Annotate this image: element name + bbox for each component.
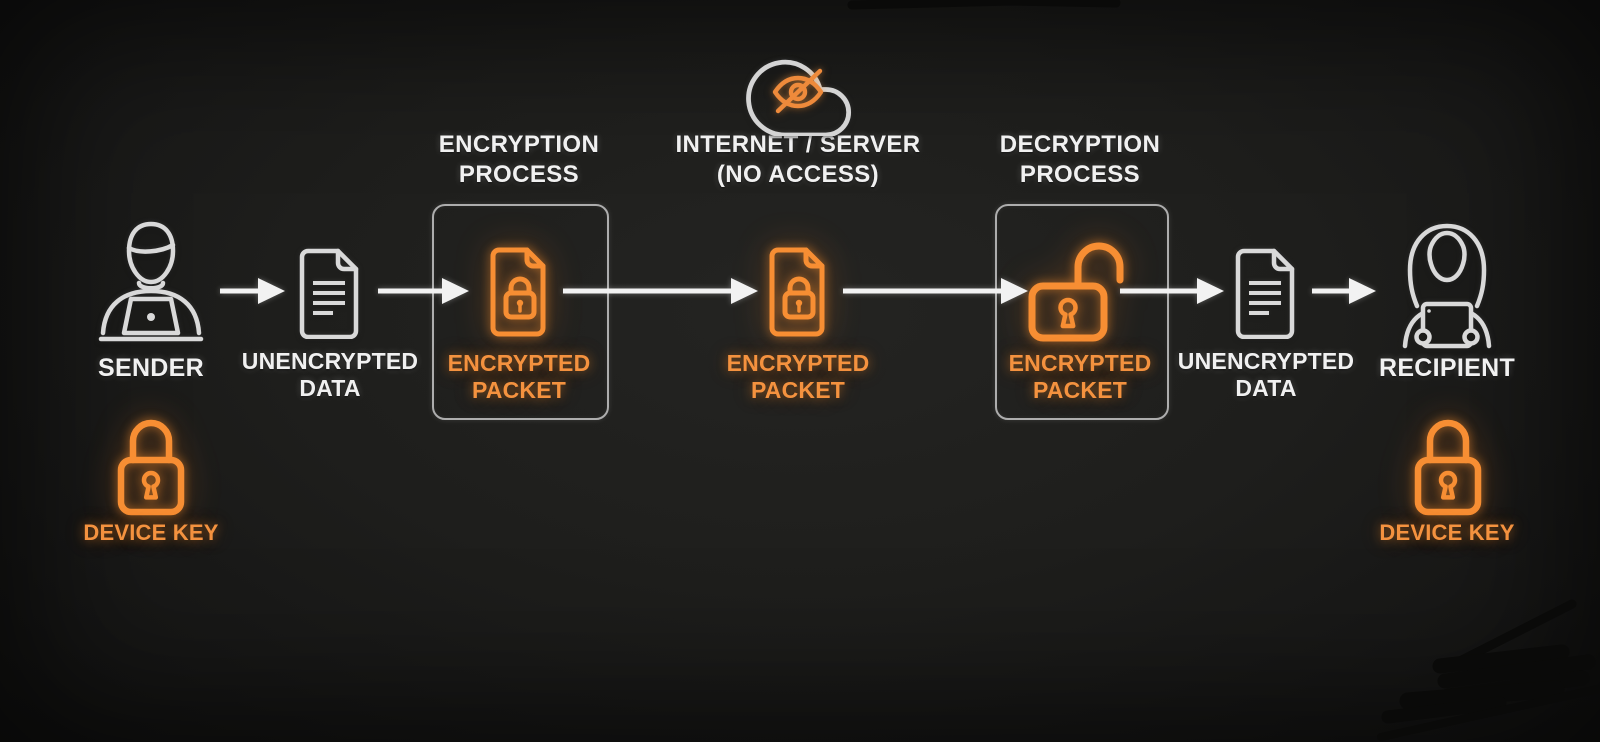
encrypted-packet-2-line1: ENCRYPTED [726,350,870,376]
encrypted-packet-1-line1: ENCRYPTED [447,350,591,376]
recipient-label: RECIPIENT [1379,355,1515,381]
sender-label-text: SENDER [98,354,204,382]
device-key-right-label: DEVICE KEY [1379,521,1514,545]
arrow-decryption-to-data [1120,278,1224,304]
encrypted-packet-transit-icon [766,245,832,339]
decryption-process-title-line1: DECRYPTION [999,131,1161,158]
encryption-process-box [432,204,609,420]
device-key-left-text: DEVICE KEY [83,520,219,545]
encrypted-packet-2-label: ENCRYPTED PACKET [727,350,870,404]
encryption-process-title-line2: PROCESS [458,161,580,188]
marker-scribble-bottom-right [1377,599,1600,741]
cloud-no-access-icon [741,42,855,136]
unencrypted-data-left-label: UNENCRYPTED DATA [242,348,418,402]
sender-label: SENDER [98,355,204,381]
encrypted-packet-icon [487,245,553,339]
decryption-process-title-line2: PROCESS [1019,161,1141,188]
encrypted-packet-1-line2: PACKET [471,377,567,403]
decryption-process-box [995,204,1169,420]
encrypted-packet-2-line2: PACKET [750,377,846,403]
recipient-label-text: RECIPIENT [1378,354,1516,382]
arrow-transit-to-decryption [843,278,1028,304]
unencrypted-data-left-line1: UNENCRYPTED [241,348,419,374]
marker-scribble-top [847,0,1121,10]
arrow-sender-to-data [220,278,285,304]
arrow-data-to-encryption [378,278,469,304]
arrow-data-to-recipient [1312,278,1376,304]
encryption-process-title-line1: ENCRYPTION [438,131,600,158]
encrypted-packet-3-line1: ENCRYPTED [1008,350,1152,376]
device-key-lock-left-icon [113,410,189,518]
device-key-right-text: DEVICE KEY [1379,520,1515,545]
encrypted-packet-3-label: ENCRYPTED PACKET [1009,350,1152,404]
unencrypted-document-icon [296,247,364,339]
encryption-process-title: ENCRYPTION PROCESS [439,130,599,190]
encrypted-packet-1-label: ENCRYPTED PACKET [448,350,591,404]
encrypted-packet-3-line2: PACKET [1032,377,1128,403]
unencrypted-data-right-label: UNENCRYPTED DATA [1178,348,1354,402]
recipient-person-tablet-icon [1391,210,1503,352]
arrow-encryption-to-transit [563,278,758,304]
unencrypted-data-right-line1: UNENCRYPTED [1177,348,1355,374]
unencrypted-document-right-icon [1232,247,1300,339]
sender-person-laptop-icon [95,211,207,347]
unencrypted-data-right-line2: DATA [1235,375,1297,401]
eye-off-icon [772,68,824,114]
unencrypted-data-left-line2: DATA [299,375,361,401]
device-key-lock-right-icon [1410,410,1486,518]
open-padlock-icon [1026,240,1138,344]
decryption-process-title: DECRYPTION PROCESS [1000,130,1160,190]
internet-server-title-line2: (NO ACCESS) [716,161,880,188]
device-key-left-label: DEVICE KEY [83,521,218,545]
